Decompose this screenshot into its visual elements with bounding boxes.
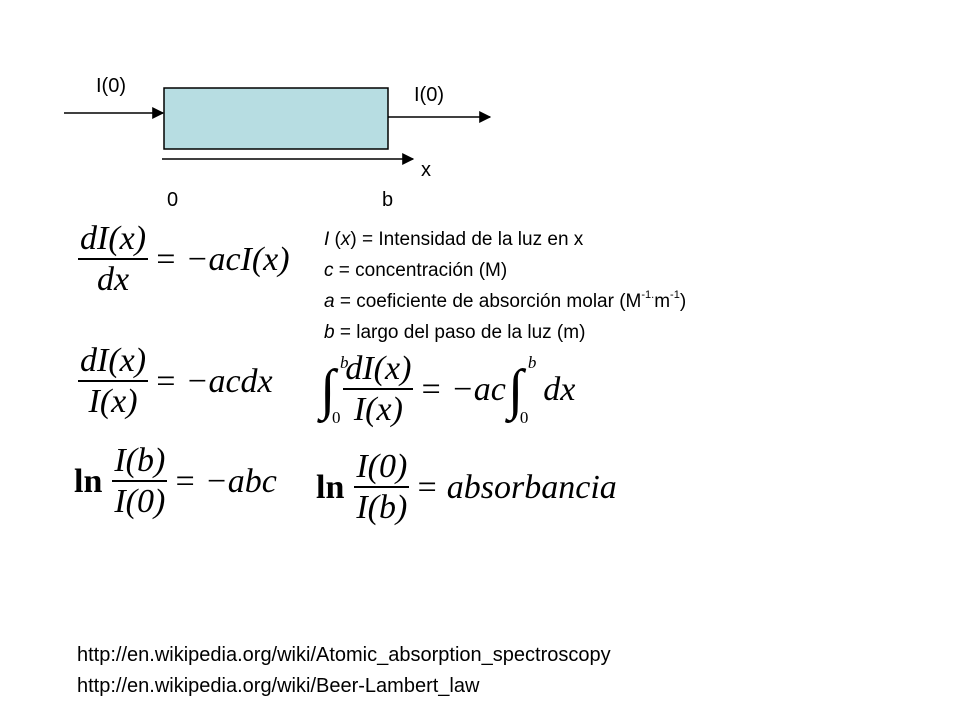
fraction: I(0) I(b) bbox=[354, 448, 410, 526]
absorption-diagram bbox=[64, 87, 492, 165]
equation-absorbance: ln I(0) I(b) = absorbancia bbox=[316, 448, 617, 526]
fraction: dI(x) dx bbox=[78, 220, 149, 298]
fraction: dI(x) I(x) bbox=[343, 350, 414, 428]
equation-differential: dI(x) dx = −acI(x) bbox=[78, 220, 290, 298]
link-beer-lambert[interactable]: http://en.wikipedia.org/wiki/Beer-Lamber… bbox=[77, 675, 480, 697]
reference-links: http://en.wikipedia.org/wiki/Atomic_abso… bbox=[77, 640, 611, 702]
link-atomic-absorption[interactable]: http://en.wikipedia.org/wiki/Atomic_abso… bbox=[77, 644, 611, 666]
x-axis-label: x bbox=[421, 159, 431, 181]
definition-absorption-coefficient: a = coeficiente de absorción molar (M-1.… bbox=[324, 289, 687, 313]
equation-log-ratio: ln I(b) I(0) = −abc bbox=[74, 442, 277, 520]
incident-intensity-label: I(0) bbox=[96, 75, 126, 97]
fraction: I(b) I(0) bbox=[112, 442, 168, 520]
definition-concentration: c = concentración (M) bbox=[324, 260, 508, 281]
sample-box bbox=[163, 87, 389, 150]
fraction: dI(x) I(x) bbox=[78, 342, 149, 420]
definition-intensity: I (x) = Intensidad de la luz en x bbox=[324, 229, 584, 250]
equation-separated: dI(x) I(x) = −acdx bbox=[78, 342, 273, 420]
axis-end-label: b bbox=[382, 189, 394, 211]
transmitted-intensity-label: I(0) bbox=[414, 84, 444, 106]
definition-path-length: b = largo del paso de la luz (m) bbox=[324, 322, 586, 343]
variable-definitions: I (x) = Intensidad de la luz en x c = co… bbox=[324, 224, 686, 348]
axis-start-label: 0 bbox=[167, 189, 179, 211]
